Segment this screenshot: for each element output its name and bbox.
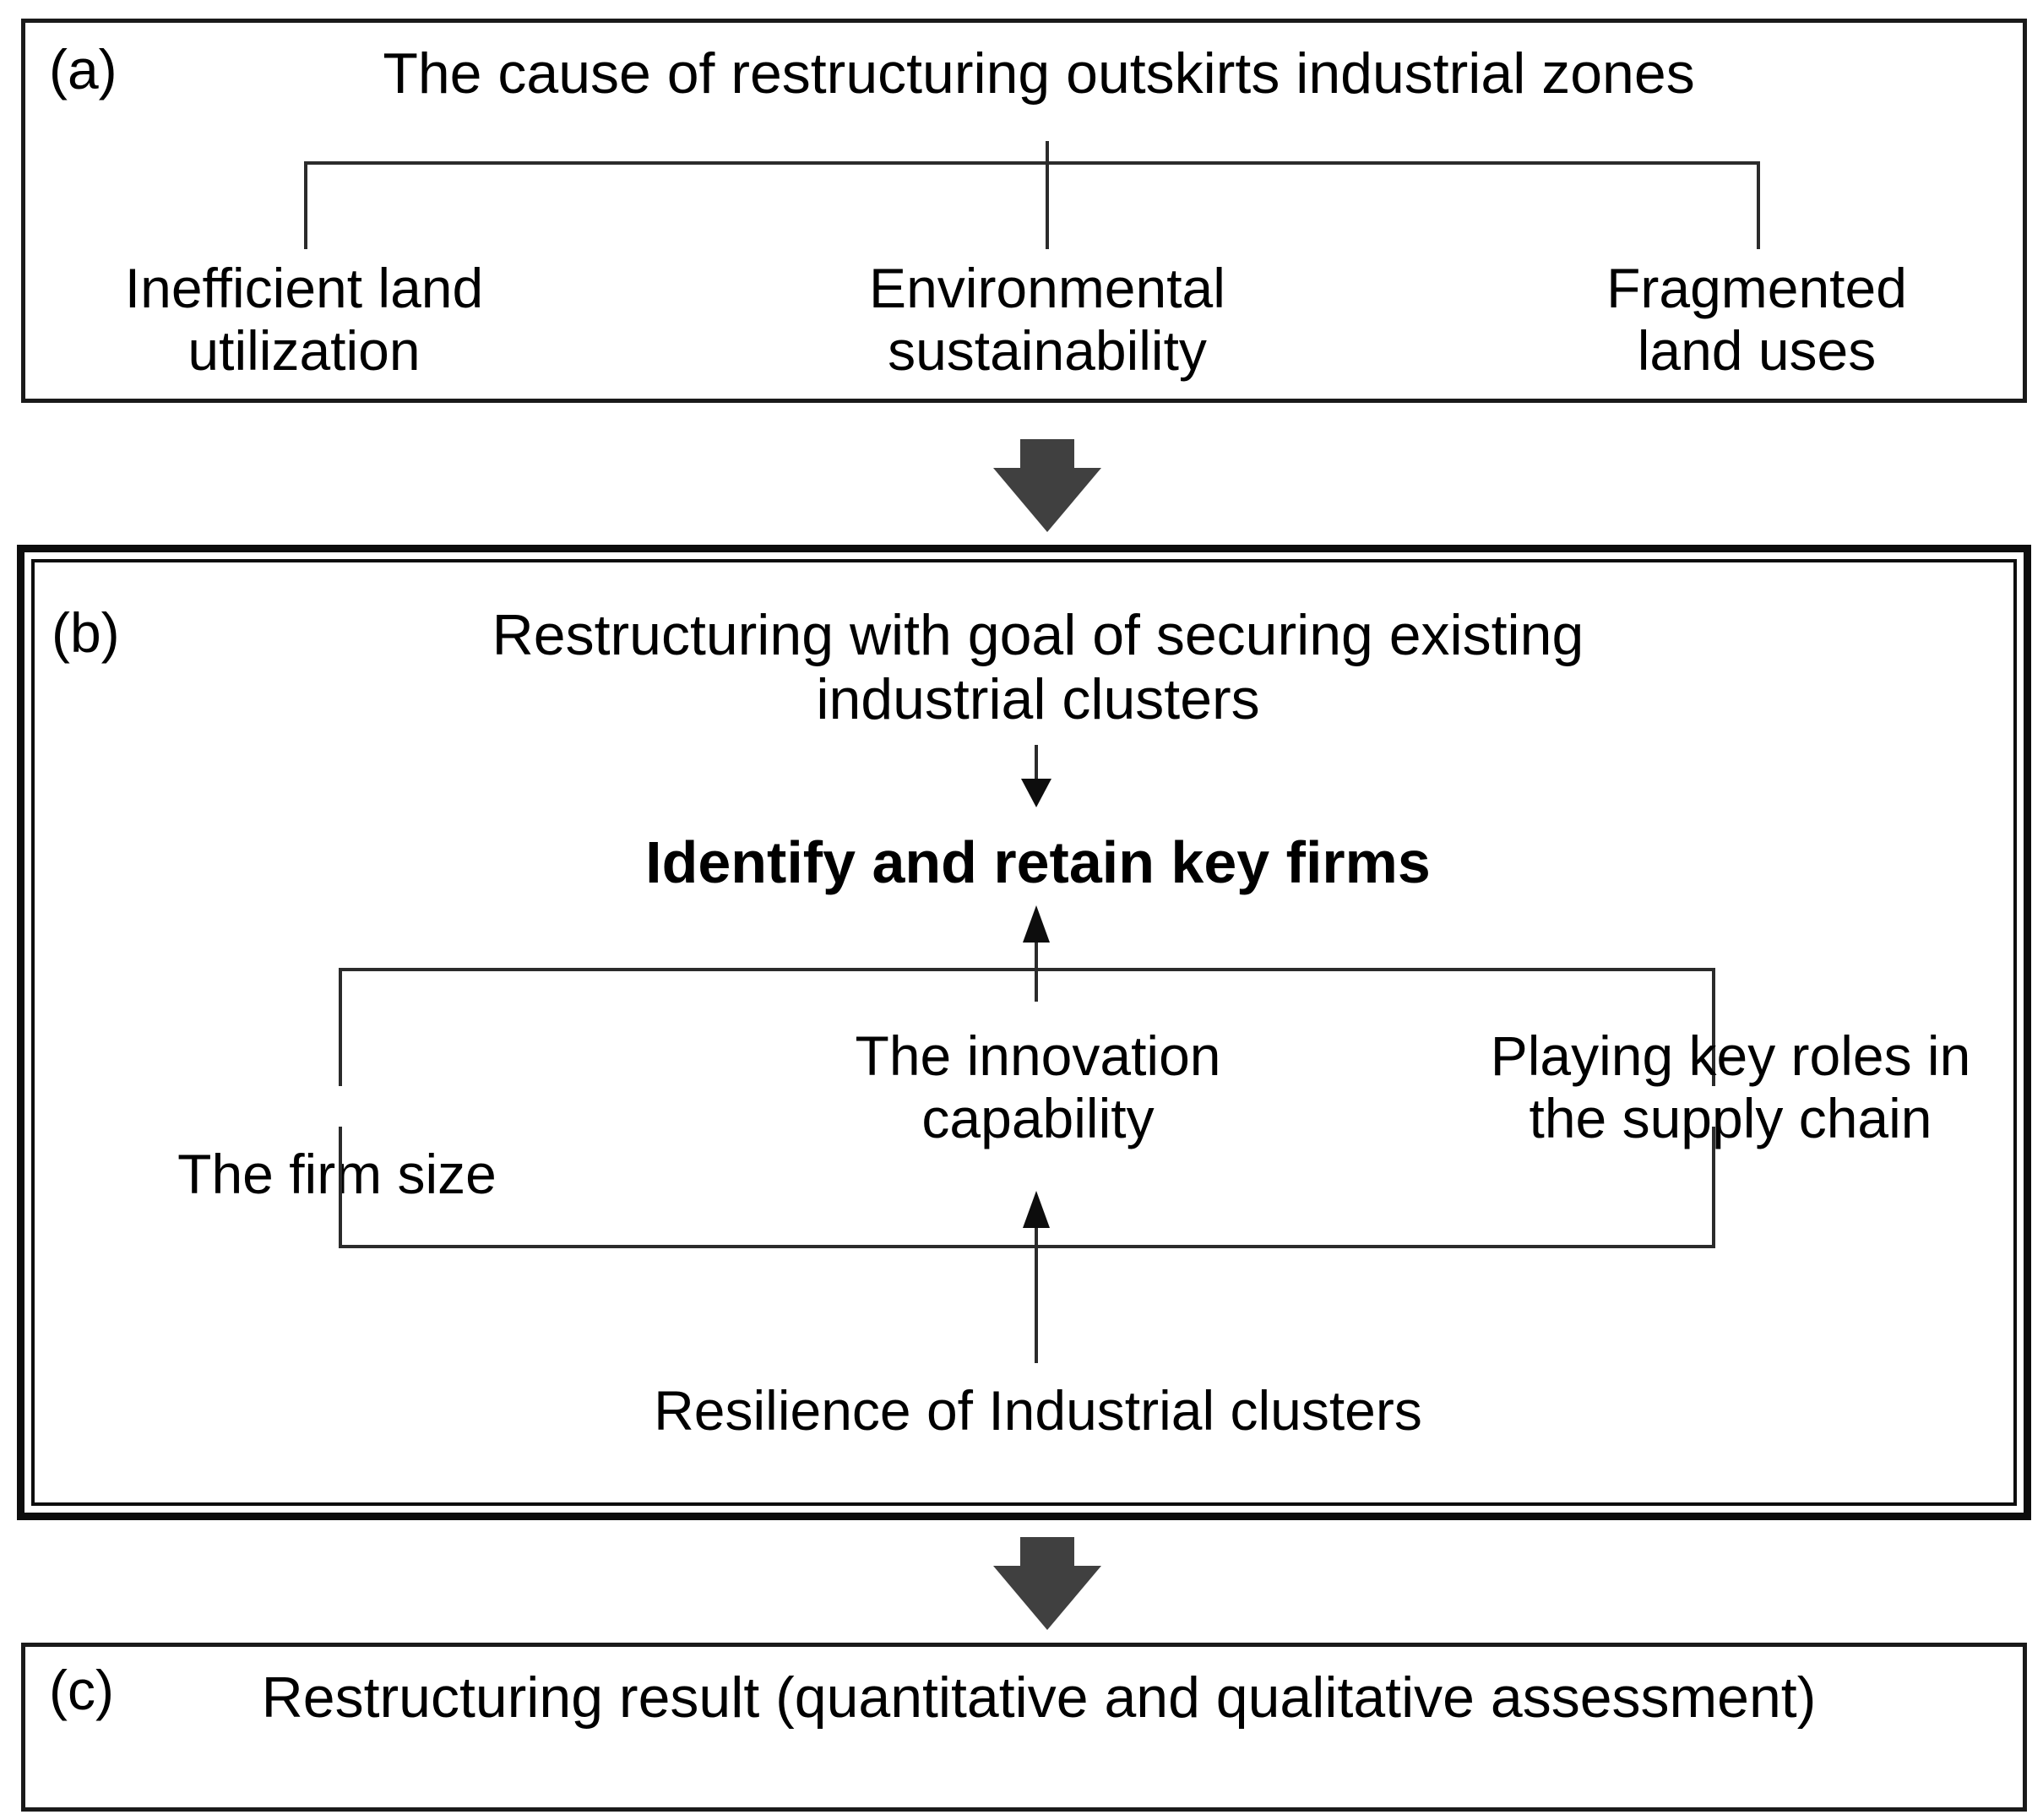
arrow-a-to-b	[980, 439, 1115, 532]
panel-b-item-left: The firm size	[177, 1143, 497, 1205]
panel-c-title: Restructuring result (quantitative and q…	[261, 1665, 1817, 1730]
connector-b-lower-right	[1712, 1127, 1715, 1248]
arrow-b-to-c	[980, 1537, 1115, 1630]
panel-a-title: The cause of restructuring outskirts ind…	[383, 41, 1695, 106]
panel-b-title: Restructuring with goal of securing exis…	[492, 603, 1584, 732]
arrow-b-to-c-head	[993, 1566, 1101, 1630]
arrow-source-to-factors-head	[1023, 1191, 1050, 1228]
panel-b-focus: Identify and retain key firms	[645, 829, 1431, 895]
panel-b-source: Resilience of Industrial clusters	[654, 1379, 1422, 1442]
panel-b-item-center: The innovation capability	[855, 1024, 1221, 1149]
connector-b-upper-left	[339, 968, 342, 1086]
arrow-a-to-b-head	[993, 468, 1101, 532]
arrow-source-to-factors-line	[1035, 1220, 1038, 1363]
connector-b-lower-left	[339, 1127, 342, 1248]
panel-c: (c) Restructuring result (quantitative a…	[21, 1643, 2027, 1812]
panel-b: (b) Restructuring with goal of securing …	[17, 545, 2031, 1520]
panel-a: (a) The cause of restructuring outskirts…	[21, 19, 2027, 403]
connector-a-bar	[304, 161, 1760, 165]
panel-a-item-center: Environmental sustainability	[869, 257, 1225, 382]
panel-a-tag: (a)	[49, 38, 117, 101]
connector-b-upper-bar	[339, 968, 1715, 971]
arrow-title-to-focus-line	[1035, 745, 1038, 784]
connector-a-drop-right	[1757, 161, 1760, 249]
panel-b-tag: (b)	[52, 601, 120, 664]
panel-b-item-right: Playing key roles in the supply chain	[1490, 1024, 1971, 1149]
panel-a-item-right: Fragmented land uses	[1606, 257, 1907, 382]
panel-a-item-left: Inefficient land utilization	[124, 257, 484, 382]
arrow-title-to-focus-head	[1021, 779, 1051, 807]
panel-c-tag: (c)	[49, 1659, 114, 1721]
connector-a-drop-center	[1046, 161, 1049, 249]
connector-a-drop-left	[304, 161, 307, 249]
connector-b-upper-right	[1712, 968, 1715, 1086]
arrow-factors-to-focus-head	[1023, 905, 1050, 943]
connector-b-lower-bar	[339, 1245, 1715, 1248]
